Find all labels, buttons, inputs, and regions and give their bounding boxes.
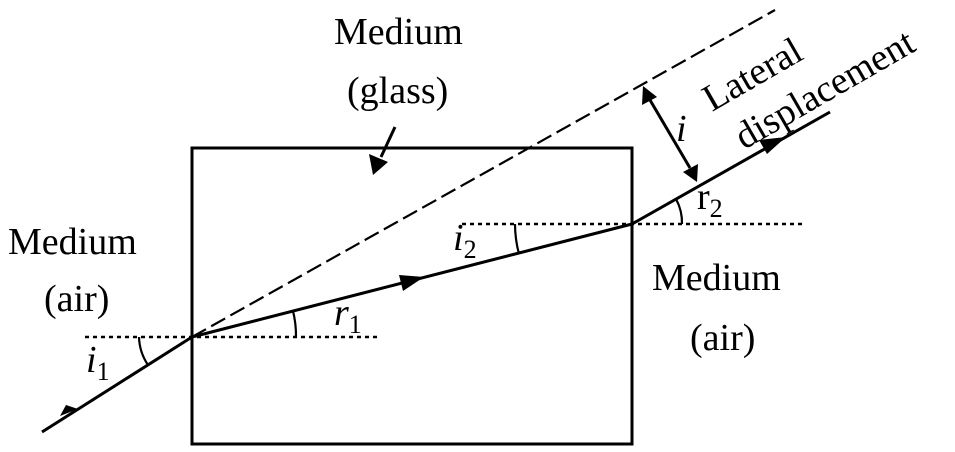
- medium-glass-label-line2: (glass): [347, 70, 448, 112]
- lateral-displacement-i-label: i: [676, 108, 687, 150]
- angle-i1-label: i1: [86, 339, 110, 386]
- angle-i1-base: i: [86, 339, 97, 381]
- medium-air-right-label-line2: (air): [690, 317, 755, 359]
- displacement-arrowhead-top: [642, 86, 657, 105]
- angle-r1-sub: 1: [349, 310, 362, 339]
- refracted-ray-arrowhead: [399, 275, 424, 291]
- medium-glass-label-line1: Medium: [334, 11, 463, 53]
- angle-i2-base: i: [453, 217, 464, 259]
- angle-i1-sub: 1: [97, 357, 110, 386]
- emergent-ray: [631, 110, 831, 226]
- medium-air-left-label-line1: Medium: [8, 221, 137, 263]
- incident-ray: [41, 335, 193, 434]
- angle-r1-label: r1: [334, 292, 362, 339]
- angle-arc-r2: [675, 198, 684, 225]
- angle-i2-label: i2: [453, 217, 477, 264]
- angle-arc-i2: [513, 223, 521, 255]
- angle-r1-base: r: [334, 292, 349, 334]
- angle-r2-label: r2: [697, 176, 723, 223]
- incident-ray-arrowhead: [60, 405, 78, 416]
- emergent-ray-arrowhead: [759, 137, 786, 154]
- glass-pointer-shaft: [379, 126, 397, 158]
- angle-arc-r1: [291, 310, 298, 338]
- glass-pointer-arrowhead: [369, 154, 388, 175]
- angle-arc-i1: [137, 336, 149, 366]
- glass-slab: [190, 146, 634, 446]
- medium-air-left-label-line2: (air): [44, 278, 109, 320]
- displacement-arrowhead-bottom: [683, 164, 698, 182]
- angle-r2-sub: 2: [710, 194, 723, 223]
- displacement-arrow-shaft: [648, 99, 692, 169]
- angle-i2-sub: 2: [464, 235, 477, 264]
- angle-r2-base: r: [697, 176, 710, 218]
- medium-air-right-label-line1: Medium: [652, 257, 781, 299]
- incident-ray-extension: [191, 9, 776, 338]
